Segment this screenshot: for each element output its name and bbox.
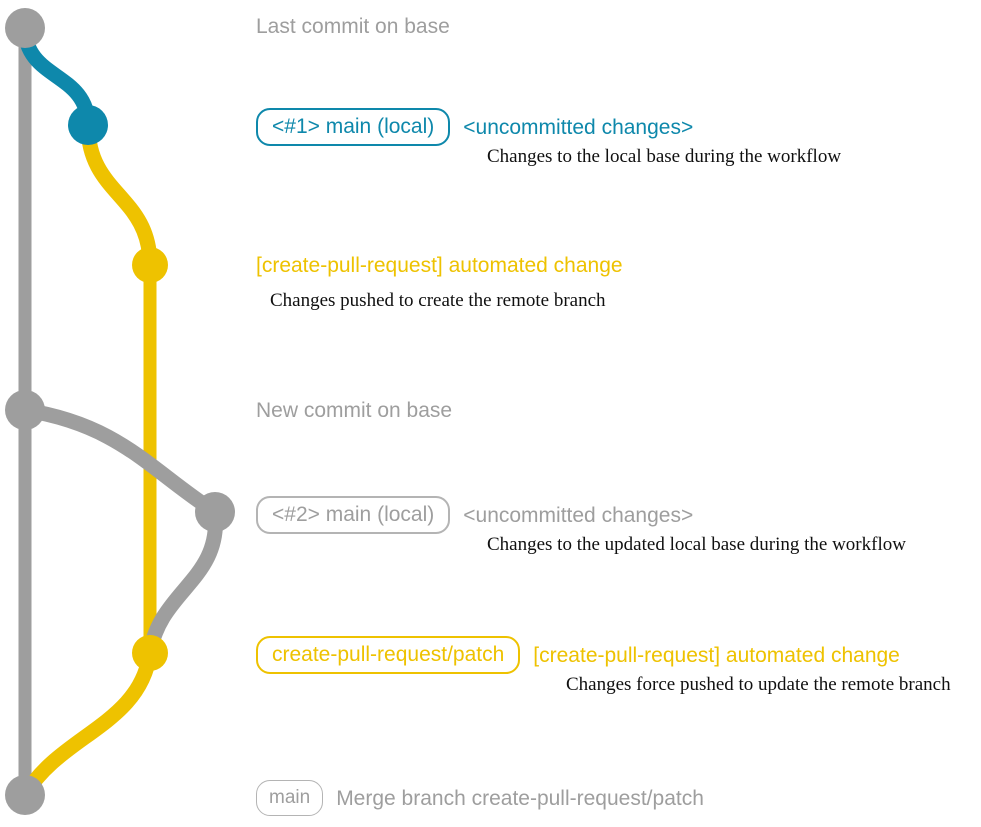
commit-message-local-2: <uncommitted changes> (463, 503, 694, 527)
row-automated-change-force: create-pull-request/patch [create-pull-r… (256, 636, 900, 674)
commit-node-base-merge[interactable] (5, 775, 45, 815)
commit-node-local-2[interactable] (195, 492, 235, 532)
branch-pill-local-2[interactable]: <#2> main (local) (256, 496, 451, 534)
label-new-commit-on-base: New commit on base (256, 399, 453, 422)
branch-pill-local-1[interactable]: <#1> main (local) (256, 108, 451, 146)
commit-node-base-head[interactable] (5, 8, 45, 48)
row-local-change-1: <#1> main (local) <uncommitted changes> (256, 108, 693, 146)
edge-local-2-to-patch-force (142, 504, 223, 661)
description-local-change-1: Changes to the local base during the wor… (487, 146, 842, 167)
description-local-change-2: Changes to the updated local base during… (487, 534, 906, 555)
commit-message-local-1: <uncommitted changes> (463, 115, 694, 139)
description-automated-change-force: Changes force pushed to update the remot… (566, 674, 951, 695)
edge-base-new-to-local-2 (17, 402, 223, 520)
commit-message-automated-change-force: [create-pull-request] automated change (533, 643, 900, 667)
commit-node-base-new[interactable] (5, 390, 45, 430)
commit-node-patch-create[interactable] (132, 247, 168, 283)
label-automated-change-create: [create-pull-request] automated change (256, 254, 623, 277)
row-local-change-2: <#2> main (local) <uncommitted changes> (256, 496, 693, 534)
edge-patch-force-to-merge (17, 645, 158, 803)
edge-local-1-to-patch-create (80, 117, 158, 273)
commit-node-patch-force[interactable] (132, 635, 168, 671)
commit-message-merge: Merge branch create-pull-request/patch (336, 786, 704, 810)
branch-pill-main[interactable]: main (256, 780, 324, 816)
commit-node-local-1[interactable] (68, 105, 108, 145)
description-automated-change-create: Changes pushed to create the remote bran… (270, 290, 606, 311)
label-last-commit-on-base: Last commit on base (256, 15, 450, 38)
branch-pill-create-pull-request-patch[interactable]: create-pull-request/patch (256, 636, 521, 674)
row-merge-commit: main Merge branch create-pull-request/pa… (256, 780, 704, 816)
